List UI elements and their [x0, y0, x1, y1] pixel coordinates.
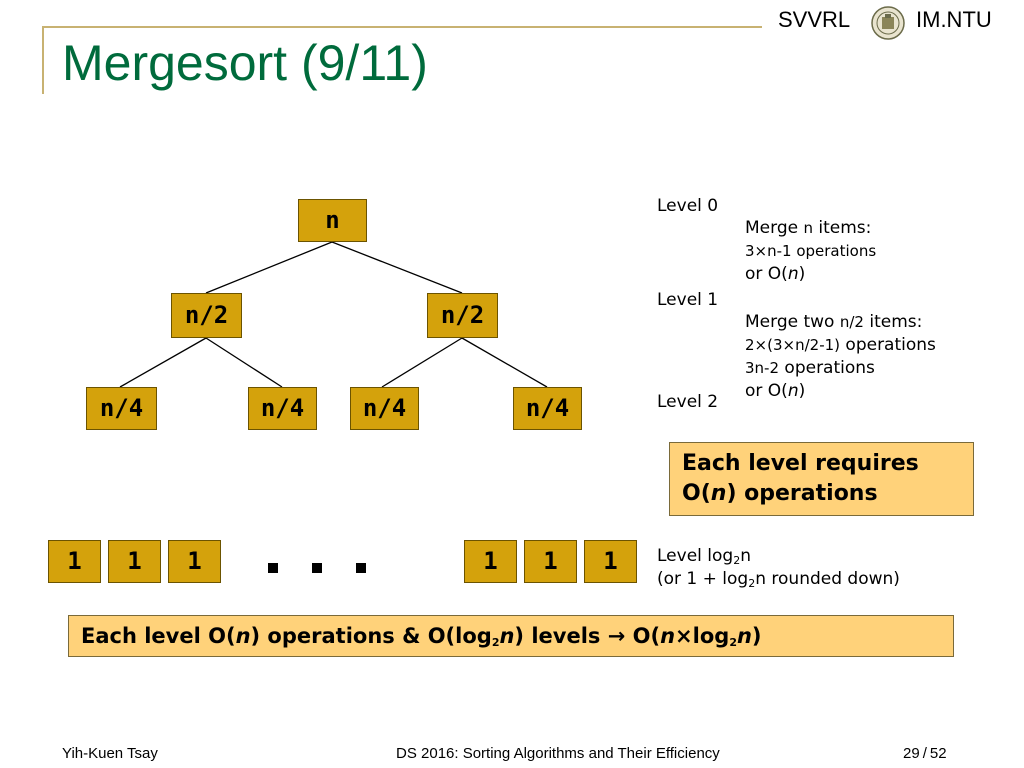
edge-l1a-l2b [205, 337, 283, 388]
tree-node-root: n [298, 199, 367, 242]
tree-node-level1: n/2 [427, 293, 498, 338]
tree-node-level2: n/4 [350, 387, 419, 430]
tree-leaf: 1 [48, 540, 101, 583]
tree-leaf: 1 [464, 540, 517, 583]
slide-title: Mergesort (9/11) [62, 35, 428, 91]
tree-leaf: 1 [108, 540, 161, 583]
edge-l1b-l2d [461, 337, 548, 388]
tree-node-level2: n/4 [248, 387, 317, 430]
edge-root-right [331, 241, 463, 294]
level-2-label: Level 2 [657, 392, 719, 412]
level-1-note: Merge two n/2 items: 2×(3×n/2-1) operati… [745, 312, 936, 401]
footer-course: DS 2016: Sorting Algorithms and Their Ef… [396, 745, 720, 762]
edge-l1b-l2c [381, 337, 463, 388]
tree-leaf: 1 [584, 540, 637, 583]
footer-author: Yih-Kuen Tsay [62, 745, 158, 762]
summary-box: Each level O(n) operations & O(log2n) le… [68, 615, 954, 657]
arrow-right-icon: → [607, 624, 626, 648]
level-0-label: Level 0 [657, 196, 719, 216]
ellipsis-dot [312, 563, 322, 573]
tree-node-level1: n/2 [171, 293, 242, 338]
level-log-note: (or 1 + log2n rounded down) [657, 569, 900, 590]
level-1-label: Level 1 [657, 290, 719, 310]
tree-leaf: 1 [524, 540, 577, 583]
level-0-note: Merge n items: 3×n-1 operations or O(n) [745, 218, 877, 284]
tree-node-level2: n/4 [86, 387, 157, 430]
ellipsis-dot [356, 563, 366, 573]
title-side-rule [42, 26, 44, 94]
ntu-seal-icon [871, 6, 905, 40]
each-level-requires-box: Each level requires O(n) operations [669, 442, 974, 516]
ellipsis-dot [268, 563, 278, 573]
edge-root-left [205, 241, 333, 294]
edge-l1a-l2a [119, 337, 207, 388]
tree-node-level2: n/4 [513, 387, 582, 430]
footer-page-number: 29/52 [903, 745, 947, 762]
header-rule [42, 26, 762, 28]
level-log-label: Level log2n [657, 546, 751, 567]
brand-svvrl: SVVRL [778, 7, 851, 32]
tree-leaf: 1 [168, 540, 221, 583]
brand-imntu: IM.NTU [916, 7, 992, 32]
